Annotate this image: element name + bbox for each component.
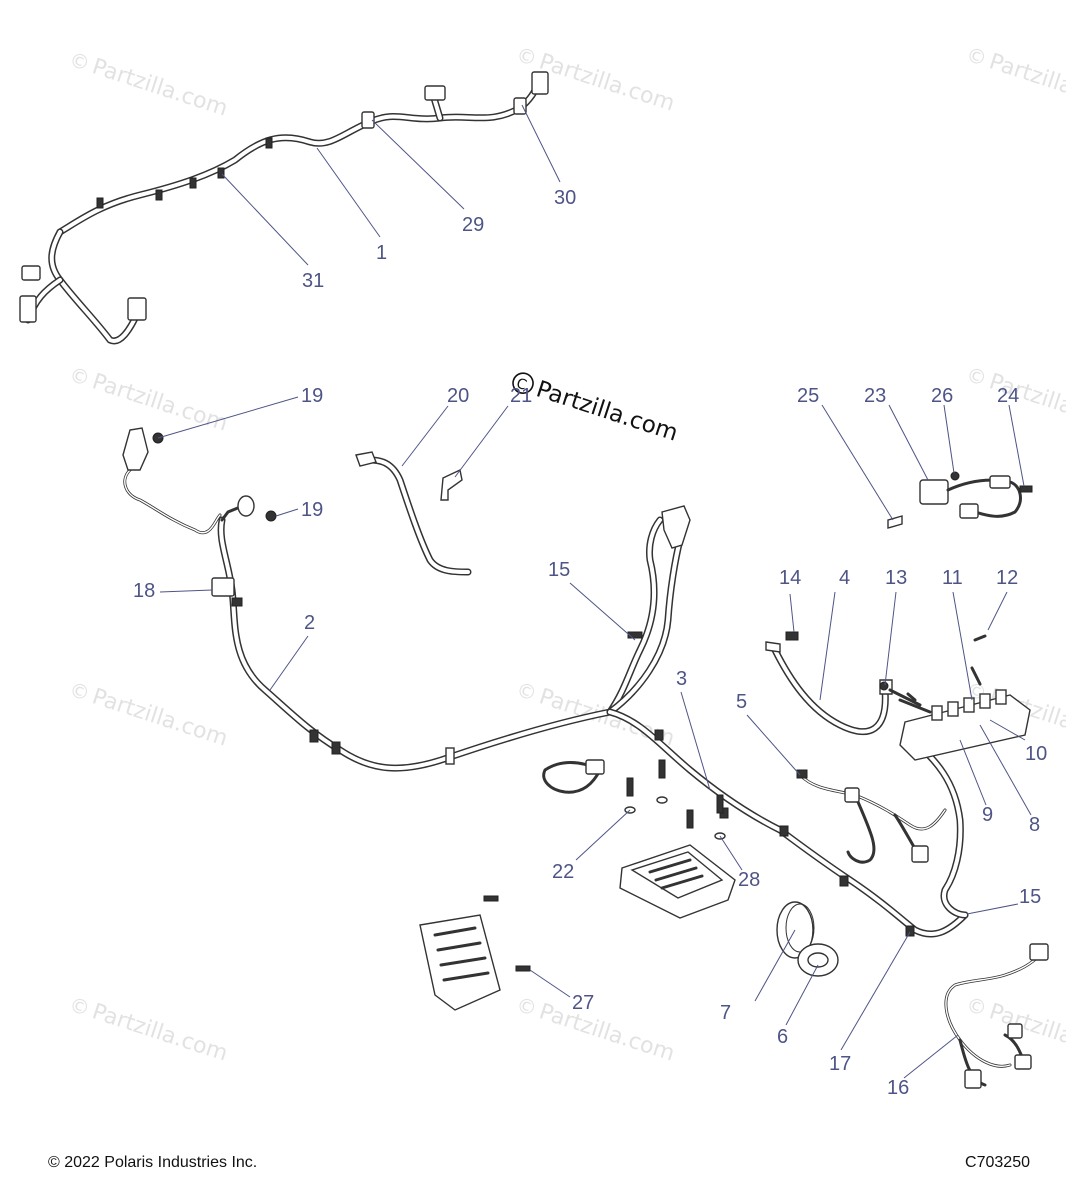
callout-label: 15 (1019, 886, 1041, 908)
part-8-fuse-box (888, 634, 1031, 919)
callout-label: 10 (1025, 743, 1047, 765)
watermark-mark: © (513, 992, 539, 1021)
watermark-mark: © (963, 42, 989, 71)
callout-label: 28 (738, 869, 760, 891)
part-20-cable (355, 451, 472, 576)
watermark-text: Partzilla.com (89, 369, 231, 436)
callout-label: 19 (301, 499, 323, 521)
callout-label: 11 (942, 567, 963, 589)
callout-label: 3 (676, 668, 687, 690)
copyright-text: © 2022 Polaris Industries Inc. (48, 1154, 258, 1171)
watermark-text: Partzilla.com (89, 684, 231, 751)
watermark-mark: © (66, 47, 92, 76)
watermark-mark: © (513, 42, 539, 71)
small-fasteners (152, 432, 889, 691)
callout-label: 31 (302, 270, 324, 292)
callout-label: 15 (548, 559, 570, 581)
part-23-module (887, 471, 1033, 529)
callout-label: 26 (931, 385, 953, 407)
callout-label: 27 (572, 992, 594, 1014)
part-2-cable (122, 427, 614, 772)
center-watermark-text: Partzilla.com (533, 376, 681, 446)
callout-labels: 1 2 3 4 5 6 7 8 9 10 11 12 13 14 15 15 1… (133, 187, 1047, 1099)
callout-label: 12 (996, 567, 1018, 589)
callout-label: 24 (997, 385, 1019, 407)
watermark-mark: © (66, 992, 92, 1021)
callout-label: 1 (376, 242, 387, 264)
figure-code: C703250 (965, 1154, 1030, 1171)
watermark-text: Partzilla.com (536, 999, 678, 1066)
watermark-text: Partzilla.com (986, 49, 1066, 116)
part-22-bolts (624, 759, 726, 840)
callout-label: 9 (982, 804, 993, 826)
callout-label: 13 (885, 567, 907, 589)
watermark-mark: © (513, 677, 539, 706)
part-5-harness (796, 769, 947, 864)
part-3-harness (606, 708, 969, 938)
callout-label: 29 (462, 214, 484, 236)
watermark-mark: © (963, 362, 989, 391)
part-4-ground-cable (765, 641, 893, 736)
callout-label: 16 (887, 1077, 909, 1099)
part-27-regulator (419, 895, 531, 1011)
part-small-cable (542, 759, 605, 794)
callout-label: 20 (447, 385, 469, 407)
part-16-harness (944, 943, 1049, 1089)
callout-label: 25 (797, 385, 819, 407)
part-ecu (619, 844, 736, 919)
callout-label: 30 (554, 187, 576, 209)
callout-label: 22 (552, 861, 574, 883)
watermark-mark: © (66, 362, 92, 391)
callout-label: 4 (839, 567, 850, 589)
watermark-mark: © (963, 992, 989, 1021)
watermark-mark: © (66, 677, 92, 706)
part-15-cable (606, 505, 691, 716)
callout-label: 7 (720, 1002, 731, 1024)
center-watermark: C Partzilla.com (512, 372, 681, 447)
watermark-text: Partzilla.com (536, 49, 678, 116)
callout-label: 5 (736, 691, 747, 713)
watermark-text: Partzilla.com (89, 54, 231, 121)
callout-label: 21 (510, 385, 532, 407)
callout-label: 23 (864, 385, 886, 407)
callout-label: 19 (301, 385, 323, 407)
callout-label: 18 (133, 580, 155, 602)
callout-label: 17 (829, 1053, 851, 1075)
leader-lines (157, 104, 1032, 1079)
callout-label: 14 (779, 567, 801, 589)
callout-label: 8 (1029, 814, 1040, 836)
callout-label: 2 (304, 612, 315, 634)
part-6-grommet (797, 943, 839, 977)
callout-label: 6 (777, 1026, 788, 1048)
watermark-text: Partzilla.com (89, 999, 231, 1066)
part-1-harness-top (19, 71, 549, 345)
